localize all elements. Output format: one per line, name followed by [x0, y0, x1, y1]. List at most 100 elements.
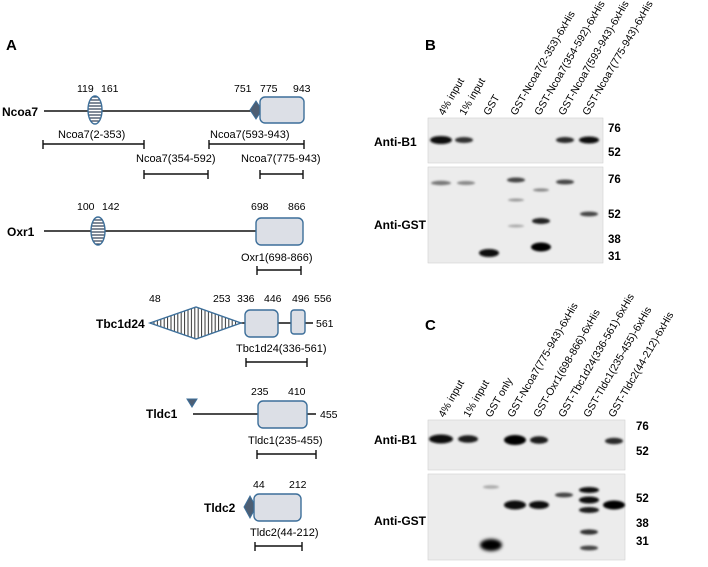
- blot-b-top-marker-76: 76: [608, 123, 621, 135]
- ncoa7-frag-775-943-bar: [259, 170, 304, 179]
- tldc1-pos-235: 235: [251, 386, 269, 398]
- blot-b-gst-lane5-c: [531, 242, 551, 252]
- blot-c-top-band-lane2: [458, 435, 478, 443]
- ncoa7-striped-domain: [87, 95, 103, 125]
- ncoa7-frag-354-592: Ncoa7(354-592): [136, 153, 216, 165]
- oxr1-c-terminal-domain: [255, 217, 304, 246]
- ncoa7-pos-751: 751: [234, 83, 252, 95]
- tldc2-frag-44-212: Tldc2(44-212): [250, 527, 318, 539]
- oxr1-name: Oxr1: [7, 225, 35, 239]
- tbc1d24-pos-561: 561: [316, 318, 334, 330]
- tbc1d24-domain-336-446: [244, 309, 279, 338]
- blot-b-gst-lane4-top: [507, 177, 525, 183]
- blot-b-gst-lane5-a: [533, 188, 549, 192]
- tldc2-frag-44-212-bar: [254, 542, 303, 551]
- blot-c-bottom-marker-31: 31: [636, 536, 649, 548]
- tldc2-pos-212: 212: [289, 479, 307, 491]
- blot-c-top-band-lane8: [605, 437, 623, 445]
- tldc2-domain: [253, 493, 302, 522]
- ncoa7-pos-775: 775: [260, 83, 278, 95]
- panel-c-letter: C: [425, 317, 436, 334]
- blot-b-bottom-membrane: [427, 166, 604, 264]
- blot-b-bottom-label: Anti-GST: [374, 218, 427, 232]
- tldc1-diagram: Tldc1 235 410 455 Tldc1(235-455): [146, 386, 338, 459]
- tldc1-pos-410: 410: [288, 386, 306, 398]
- tldc2-diagram: Tldc2 44 212 Tldc2(44-212): [204, 479, 318, 551]
- ncoa7-c-terminal-domain: [259, 96, 305, 124]
- blot-c-gst-lane7-e: [580, 545, 598, 551]
- tbc1d24-frag-336-561: Tbc1d24(336-561): [236, 343, 327, 355]
- blot-b-top-membrane: [427, 117, 604, 164]
- tldc1-triangle-marker: [186, 398, 198, 408]
- blot-c-top-band-lane4: [504, 435, 526, 445]
- blot-c-gst-lane3: [480, 539, 502, 551]
- blot-c-gst-lane7-b: [579, 496, 599, 504]
- tldc1-frag-235-455-bar: [256, 450, 317, 459]
- blot-b-top-band-lane2: [455, 137, 473, 143]
- oxr1-pos-142: 142: [102, 201, 120, 213]
- ncoa7-pos-943: 943: [293, 83, 311, 95]
- tldc1-c-terminal-domain: [257, 400, 308, 429]
- blot-c-lane-labels: 4% input 1% input GST only GST-Ncoa7(775…: [436, 292, 676, 420]
- tbc1d24-pos-336: 336: [237, 293, 255, 305]
- blot-c-bottom-membrane: [427, 473, 626, 561]
- oxr1-pos-866: 866: [288, 201, 306, 213]
- blot-b-gst-lane7: [580, 211, 598, 217]
- blot-c-bottom-marker-38: 38: [636, 518, 649, 530]
- blot-c-gst-lane7-c: [579, 507, 599, 513]
- blot-c-gst-lane8: [603, 500, 625, 510]
- blot-c-top-band-lane5: [530, 436, 548, 444]
- oxr1-frag-698-866-bar: [256, 266, 302, 275]
- tbc1d24-name: Tbc1d24: [96, 317, 145, 331]
- blot-b-lane-labels: 4% input 1% input GST GST-Ncoa7(2-353)-6…: [436, 0, 655, 118]
- tbc1d24-domain-496-556: [290, 309, 306, 335]
- tldc2-pos-44: 44: [253, 479, 265, 491]
- ncoa7-frag-593-943: Ncoa7(593-943): [210, 129, 290, 141]
- ncoa7-frag-354-592-bar: [143, 170, 209, 179]
- tbc1d24-pos-48: 48: [149, 293, 161, 305]
- ncoa7-name: Ncoa7: [2, 105, 38, 119]
- blot-c-bottom-label: Anti-GST: [374, 514, 427, 528]
- tbc1d24-pos-446: 446: [264, 293, 282, 305]
- blot-b-top-label: Anti-B1: [374, 135, 417, 149]
- blot-b-top-band-lane7: [579, 136, 599, 144]
- oxr1-diagram: Oxr1 100 142 698 866 Oxr1(698-866): [7, 201, 313, 275]
- blot-b-gst-lane4-mid: [508, 198, 524, 202]
- blot-c-gst-lane4: [504, 500, 526, 510]
- ncoa7-diagram: Ncoa7 119 161 751 775 943 Ncoa7(2-353) N…: [2, 83, 321, 179]
- blot-c-top-marker-76: 76: [636, 421, 649, 433]
- blot-b-bottom-marker-52: 52: [608, 209, 621, 221]
- tbc1d24-pos-253: 253: [213, 293, 231, 305]
- blot-c-top-band-lane1: [429, 434, 453, 444]
- blot-b-top-band-lane1: [430, 136, 452, 144]
- tbc1d24-pos-556: 556: [314, 293, 332, 305]
- blot-c-top-label: Anti-B1: [374, 433, 417, 447]
- ncoa7-frag-2-353: Ncoa7(2-353): [58, 129, 125, 141]
- blot-b-gst-lane1: [431, 180, 451, 186]
- ncoa7-frag-2-353-bar: [42, 140, 145, 149]
- tbc1d24-pos-496: 496: [292, 293, 310, 305]
- panel-b-letter: B: [425, 37, 436, 54]
- oxr1-striped-domain: [90, 216, 106, 246]
- tbc1d24-diagram: Tbc1d24 48 253 336 446 496 556 561 Tbc1d…: [96, 293, 334, 367]
- blot-b-lane-3: GST: [481, 92, 502, 117]
- blot-b-top-band-lane6: [556, 137, 574, 143]
- blot-b-bottom-marker-76: 76: [608, 174, 621, 186]
- panel-a-letter: A: [6, 37, 17, 54]
- tbc1d24-striped-domain: [147, 306, 244, 340]
- blot-c-top-membrane: [427, 419, 626, 471]
- oxr1-frag-698-866: Oxr1(698-866): [241, 252, 313, 264]
- tldc1-name: Tldc1: [146, 407, 178, 421]
- blot-c-gst-lane7-d: [580, 529, 598, 535]
- blot-c-bottom-marker-52: 52: [636, 493, 649, 505]
- ncoa7-pos-161: 161: [101, 83, 119, 95]
- ncoa7-pos-119: 119: [77, 83, 94, 95]
- blot-c-gst-lane7-a: [579, 487, 599, 493]
- oxr1-pos-100: 100: [77, 201, 95, 213]
- blot-b-top-marker-52: 52: [608, 147, 621, 159]
- tldc1-pos-455: 455: [320, 409, 338, 421]
- blot-c-gst-lane3-faint: [483, 485, 499, 489]
- blot-b-gst-lane6: [556, 179, 574, 185]
- ncoa7-frag-593-943-bar: [208, 140, 305, 149]
